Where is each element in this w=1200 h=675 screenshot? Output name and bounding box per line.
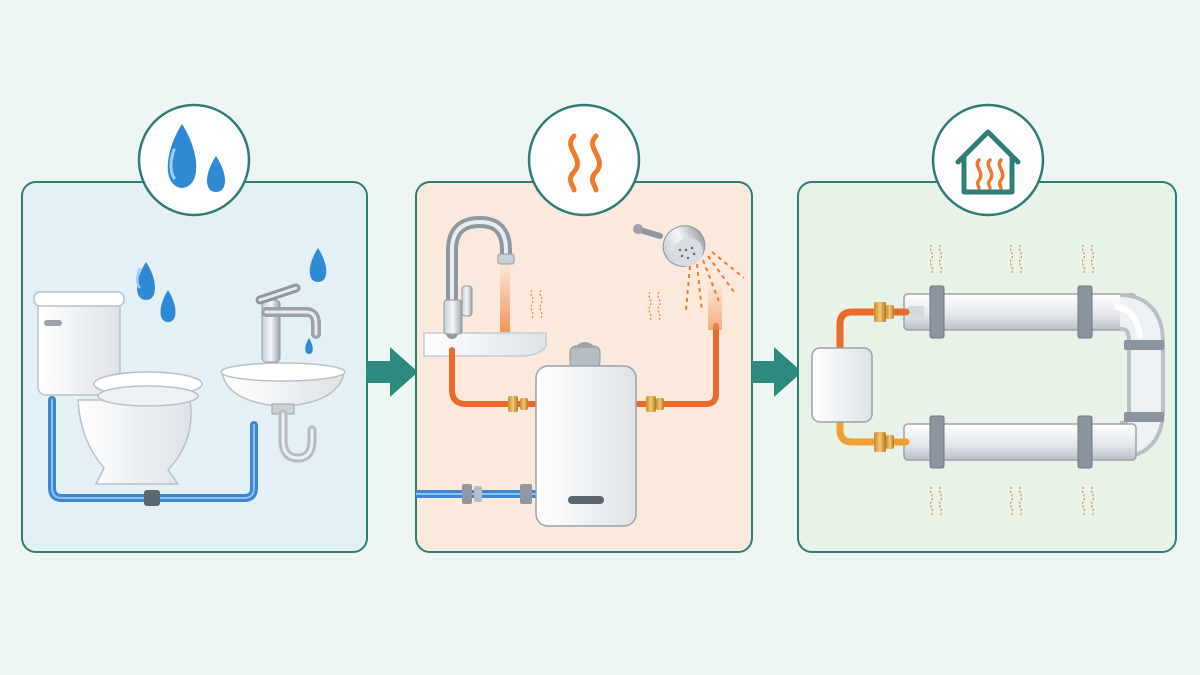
water-drops-icon (137, 103, 251, 217)
shower-head-icon (633, 224, 745, 313)
tankless-water-heater-icon (535, 342, 637, 527)
sink-icon (220, 283, 346, 463)
house-heat-icon (931, 103, 1045, 217)
panel-home-heating-loop (797, 103, 1177, 553)
arrow-right-icon (366, 347, 418, 397)
panel-hot-water-heating (415, 103, 753, 553)
arrow-right-icon (752, 347, 802, 397)
hot-feed-pipe (836, 302, 910, 452)
kitchen-faucet-icon (443, 215, 515, 339)
water-drop-icon (136, 248, 327, 322)
hot-water-pipe (449, 323, 719, 412)
radiator-pipe-bottom (903, 415, 1137, 469)
radiator-pipe-top (903, 285, 1137, 339)
boiler-unit-icon (811, 347, 873, 423)
cold-supply-pipe (48, 396, 258, 506)
cold-inlet-pipe (416, 484, 540, 504)
toilet-icon (33, 291, 203, 485)
heat-waves-icon (527, 103, 641, 217)
panel-cold-water-supply (21, 103, 368, 553)
